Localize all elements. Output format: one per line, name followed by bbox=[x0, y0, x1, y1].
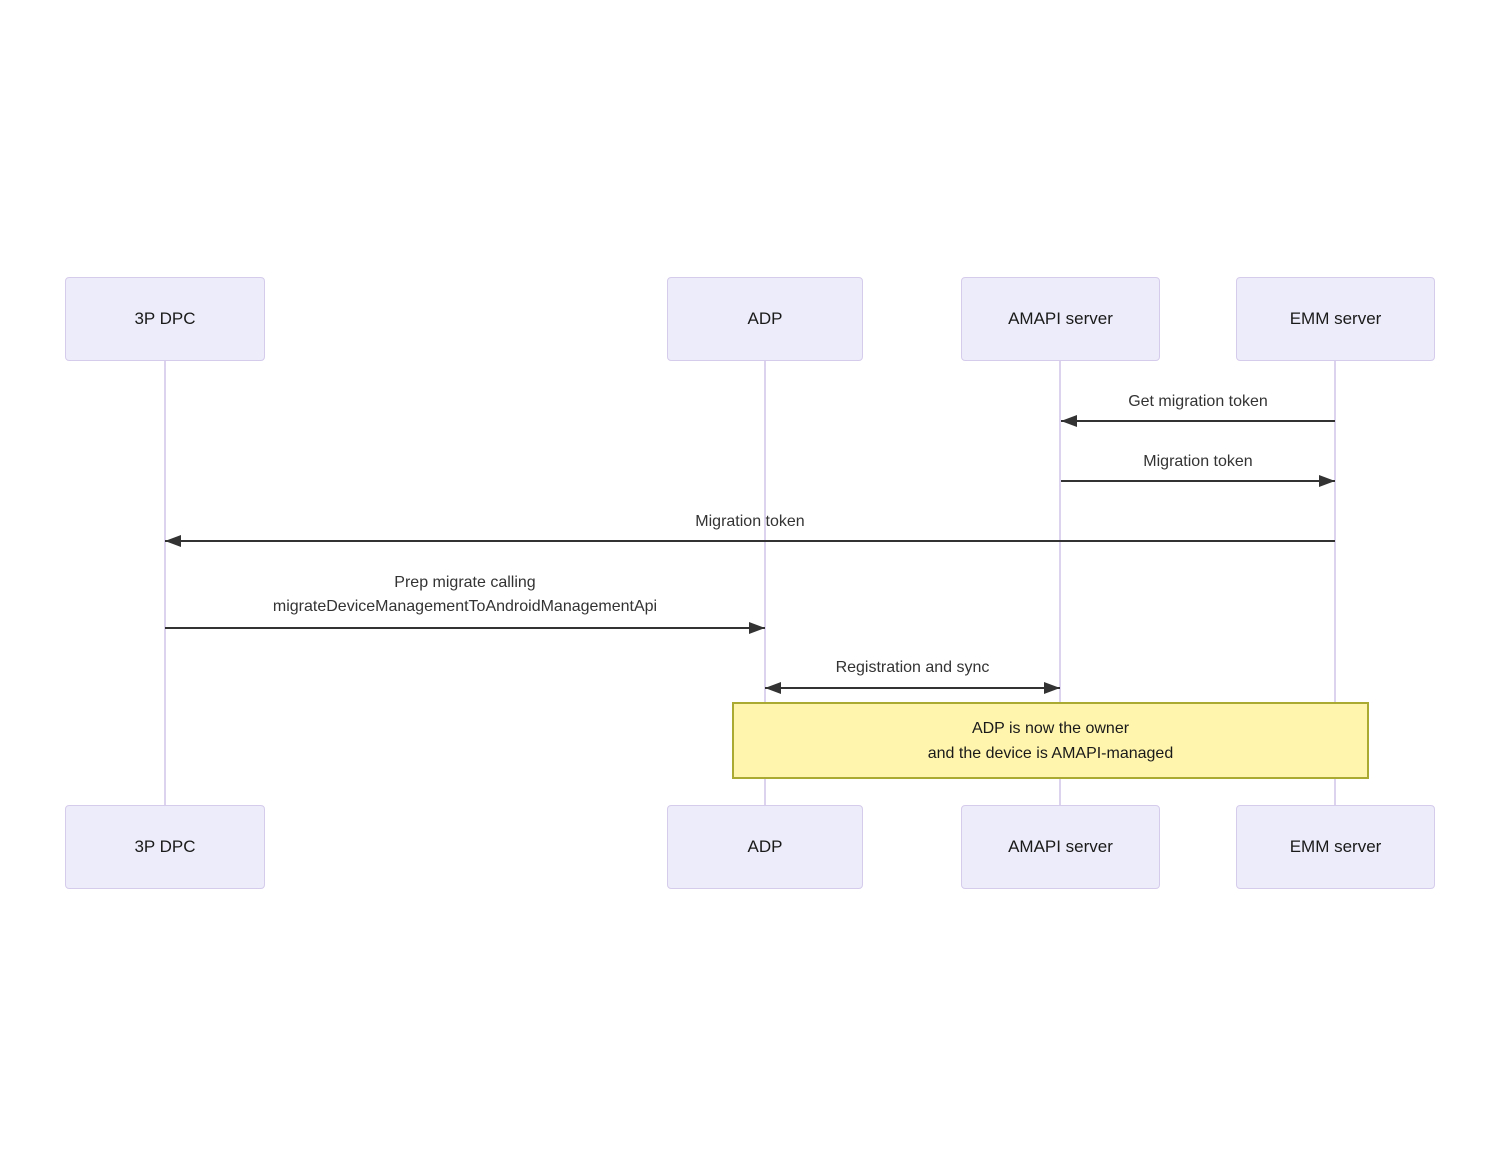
message-arrow-prep-migrate bbox=[165, 622, 765, 634]
actor-3p-dpc-top: 3P DPC bbox=[65, 277, 265, 361]
message-label-migration-token-to-emm: Migration token bbox=[1143, 453, 1253, 470]
lifeline-emm-server bbox=[1334, 361, 1336, 805]
lifeline-adp bbox=[764, 361, 766, 805]
actor-emm-server-top: EMM server bbox=[1236, 277, 1435, 361]
message-label-registration-sync: Registration and sync bbox=[835, 659, 990, 676]
message-label-get-migration-token: Get migration token bbox=[1128, 393, 1268, 410]
actor-label: EMM server bbox=[1289, 309, 1382, 328]
message-arrow-migration-token-to-emm bbox=[1061, 475, 1335, 487]
actor-amapi-server-bottom: AMAPI server bbox=[961, 805, 1160, 889]
actor-label: ADP bbox=[747, 837, 783, 856]
actor-emm-server-bottom: EMM server bbox=[1236, 805, 1435, 889]
lifeline-amapi-server bbox=[1059, 361, 1061, 805]
actor-amapi-server-top: AMAPI server bbox=[961, 277, 1160, 361]
message-line2: migrateDeviceManagementToAndroidManageme… bbox=[272, 598, 658, 615]
message-arrow-get-migration-token bbox=[1061, 415, 1335, 427]
note-line2: and the device is AMAPI-managed bbox=[927, 744, 1174, 762]
actor-label: 3P DPC bbox=[134, 837, 196, 856]
arrowhead-right bbox=[1319, 475, 1335, 487]
arrowhead-left bbox=[165, 535, 181, 547]
actor-3p-dpc-bottom: 3P DPC bbox=[65, 805, 265, 889]
message-label-migration-token-to-dpc: Migration token bbox=[695, 513, 805, 530]
arrowhead-right bbox=[1044, 682, 1060, 694]
actor-adp-top: ADP bbox=[667, 277, 863, 361]
message-label-prep-migrate: Prep migrate calling migrateDeviceManage… bbox=[165, 571, 765, 619]
arrowhead-left bbox=[1061, 415, 1077, 427]
message-arrow-migration-token-to-dpc bbox=[165, 535, 1335, 547]
actor-label: AMAPI server bbox=[1008, 309, 1113, 328]
actor-adp-bottom: ADP bbox=[667, 805, 863, 889]
lifeline-3p-dpc bbox=[164, 361, 166, 805]
actor-label: AMAPI server bbox=[1008, 837, 1113, 856]
note-line1: ADP is now the owner bbox=[971, 719, 1130, 737]
actor-label: EMM server bbox=[1289, 837, 1382, 856]
arrowhead-left bbox=[765, 682, 781, 694]
arrowhead-right bbox=[749, 622, 765, 634]
message-arrow-registration-sync bbox=[765, 682, 1060, 694]
actor-label: ADP bbox=[747, 309, 783, 328]
actor-label: 3P DPC bbox=[134, 309, 196, 328]
message-line1: Prep migrate calling bbox=[394, 574, 536, 591]
note-adp-owner: ADP is now the owner and the device is A… bbox=[732, 702, 1369, 779]
